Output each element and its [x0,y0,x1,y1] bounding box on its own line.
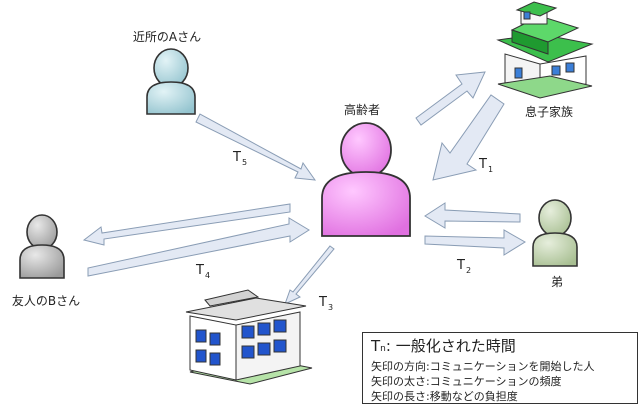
label-t1: T 1 [478,157,493,174]
svg-text:5: 5 [242,158,247,167]
elderly-figure [321,122,411,237]
legend-box: Tn: 一般化された時間 矢印の方向:コミュニケーションを開始した人 矢印の太さ… [362,332,638,404]
arrow-friend-to-elderly [87,217,310,277]
svg-text:T: T [456,258,465,273]
svg-text:T: T [318,295,327,310]
svg-text:2: 2 [466,266,471,275]
label-t3: T 3 [318,295,333,312]
son-house-icon [496,1,594,99]
svg-text:3: 3 [328,303,333,312]
arrows-group [82,71,526,305]
legend-title: Tn: 一般化された時間 [371,337,516,355]
label-t2: T 2 [456,258,471,275]
friend-b-figure [19,214,65,279]
svg-text:4: 4 [205,271,210,280]
arrow-elderly-to-brother [424,229,526,256]
label-t5: T 5 [232,150,247,167]
label-friend-b: 友人のBさん [12,294,80,308]
brother-figure [532,199,578,267]
arrow-elderly-to-son [415,71,486,126]
label-son-family: 息子家族 [525,104,573,119]
legend-line-thickness: 矢印の太さ:コミュニケーションの頻度 [371,375,562,388]
office-building-icon [185,289,313,385]
arrow-brother-to-elderly [424,202,521,229]
label-neighbor-a: 近所のAさん [133,30,201,44]
arrow-elderly-to-friend [82,203,291,246]
svg-text:1: 1 [488,165,493,174]
svg-text:T: T [232,150,241,165]
neighbor-a-figure [146,48,196,115]
arrow-neighbor-to-elderly [195,113,317,181]
arrow-son-to-elderly [432,94,505,181]
legend-line-direction: 矢印の方向:コミュニケーションを開始した人 [371,360,595,373]
label-brother: 弟 [551,275,563,289]
svg-text:T: T [195,263,204,278]
legend-line-length: 矢印の長さ:移動などの負担度 [371,390,518,403]
label-elderly: 高齢者 [344,102,380,117]
label-t4: T 4 [195,263,210,280]
svg-text:T: T [478,157,487,172]
arrow-elderly-to-office [284,245,335,305]
